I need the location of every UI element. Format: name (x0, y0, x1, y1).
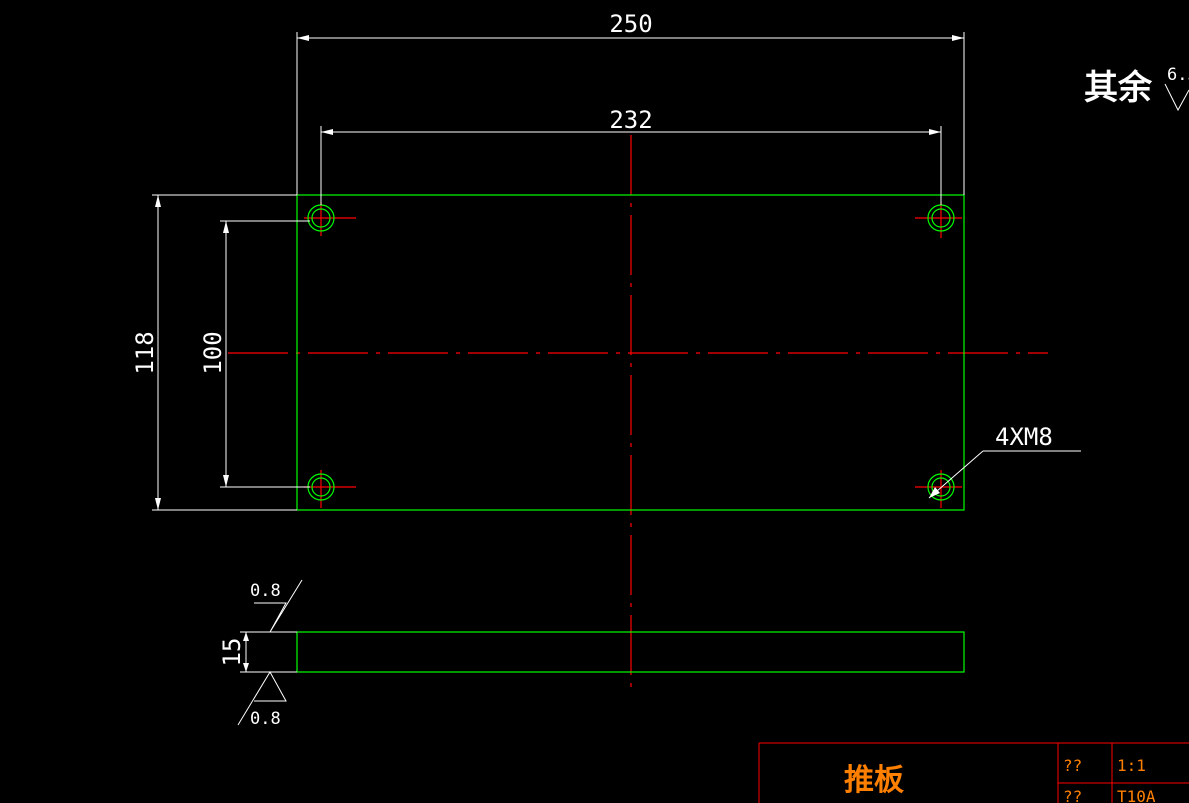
title-material: T10A (1117, 787, 1156, 803)
dim-15-label: 15 (218, 638, 246, 667)
arrow-250-left (297, 35, 309, 41)
side-view-plate (296, 631, 965, 673)
roughness-remaining-value: 6.3 (1167, 65, 1189, 85)
part-name: 推板 (844, 763, 904, 798)
roughness-top-value: 0.8 (250, 581, 281, 601)
arrow-100-top (223, 221, 229, 233)
arrow-250-right (952, 35, 964, 41)
title-row1-label: ?? (1063, 756, 1082, 775)
roughness-top-symbol (254, 579, 303, 633)
hole-bottom-right-outer (927, 473, 955, 501)
hole-bottom-right-inner (931, 477, 951, 497)
top-view-plate (296, 194, 965, 511)
hole-callout-label: 4XM8 (995, 423, 1053, 451)
arrow-100-bottom (223, 475, 229, 487)
arrow-hole-leader (929, 487, 940, 498)
arrow-232-right (929, 129, 941, 135)
arrow-118-bottom (155, 498, 161, 510)
hole-top-left-inner (311, 208, 331, 228)
dim-250-label: 250 (609, 10, 652, 38)
part-outline (296, 194, 965, 673)
dim-100-label: 100 (199, 331, 227, 374)
arrow-15-bottom (243, 663, 249, 672)
centerlines (228, 135, 1048, 692)
hole-top-right-inner (931, 208, 951, 228)
hole-leader-diagonal (928, 450, 984, 499)
dim-232-label: 232 (609, 106, 652, 134)
roughness-remaining-symbol (1164, 83, 1189, 112)
arrow-232-left (321, 129, 333, 135)
dimension-arrows (155, 35, 964, 672)
arrow-15-top (243, 632, 249, 641)
arrow-118-top (155, 195, 161, 207)
hole-bottom-left-inner (311, 477, 331, 497)
roughness-bottom-value: 0.8 (250, 709, 281, 729)
dim-118-label: 118 (131, 331, 159, 374)
title-row2-label: ?? (1063, 787, 1082, 803)
roughness-bottom-symbol (237, 671, 287, 726)
dimension-lines (152, 32, 1189, 726)
title-block (758, 742, 1189, 803)
roughness-remaining-label: 其余 (1084, 68, 1153, 108)
title-scale: 1:1 (1117, 756, 1146, 775)
